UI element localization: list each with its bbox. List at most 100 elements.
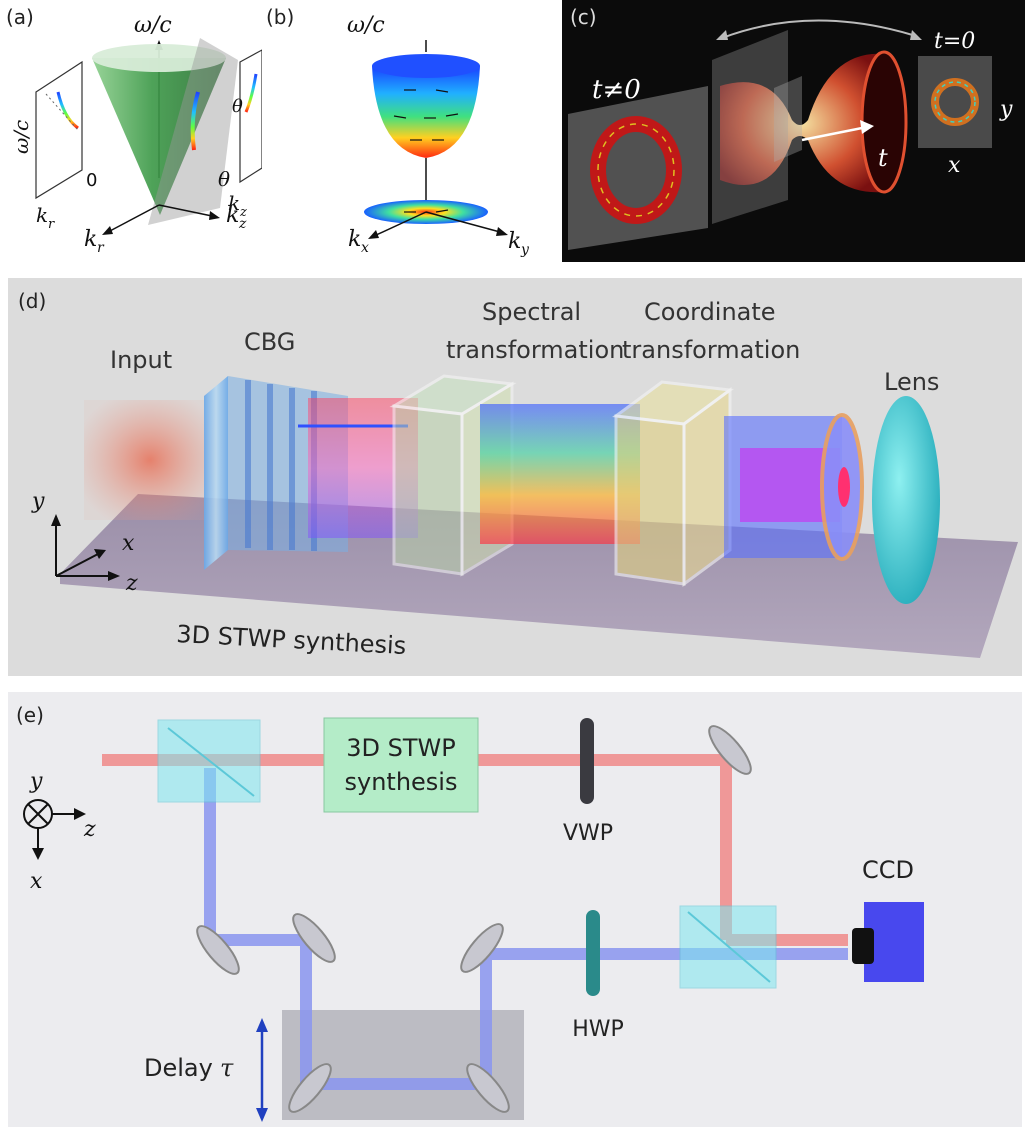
mirror-delay-left <box>288 1063 332 1113</box>
kr-axis <box>107 204 160 233</box>
mirror-delay-right <box>466 1063 510 1113</box>
kx-axis <box>373 211 427 237</box>
ccd-label: CCD <box>862 856 914 884</box>
right-screen-label: t=0 <box>934 29 975 54</box>
ccd-camera <box>852 902 924 982</box>
t-axis-label: t <box>878 144 888 172</box>
left-screen-ring-arrows <box>597 123 675 217</box>
omega-axis-label: ω/c <box>134 13 172 38</box>
slice-plane-2 <box>774 76 802 162</box>
delay-arrow-down <box>256 1108 268 1122</box>
kx-axis-sub: x <box>361 240 369 256</box>
coord-label-2: transformation <box>622 336 800 364</box>
panel-a-svg: (a) ω/c ω/c 0 k r θ k z θ k r k z <box>6 5 262 256</box>
cone-top <box>92 44 226 72</box>
omega-axis-label-b: ω/c <box>347 13 385 38</box>
cbg-label: CBG <box>244 328 295 356</box>
vwp-label: VWP <box>563 821 613 846</box>
panel-c-x-label: x <box>948 153 961 178</box>
mirror-left-lower <box>196 925 240 975</box>
ky-axis-label: k <box>508 229 521 254</box>
y-axis-cross-2 <box>27 803 49 825</box>
kr-axis-arrow <box>102 226 113 235</box>
panel-b-svg: (b) ω/c k x k y <box>266 5 530 258</box>
z-axis-e-arrow <box>74 808 86 820</box>
y-axis-d-arrow <box>51 514 61 526</box>
input-label: Input <box>110 346 172 374</box>
x-axis-d-label: x <box>122 531 135 556</box>
mirror-right-upper <box>460 923 504 973</box>
right-screen <box>918 56 992 148</box>
vwp-plate <box>580 718 594 804</box>
panel-c-wavepacket: (c) t≠0 t t=0 y x <box>562 0 1025 262</box>
delay-arrow-up <box>256 1018 268 1032</box>
panel-b-label: (b) <box>266 5 294 29</box>
panel-a-dispersion-cone: (a) ω/c ω/c 0 k r θ k z θ k r k z <box>0 0 262 262</box>
left-inset-frame <box>35 60 83 200</box>
panel-e-label: (e) <box>16 703 44 727</box>
coordinate-transformation-element <box>612 380 734 587</box>
panel-d-label: (d) <box>18 289 46 313</box>
light-cone <box>92 58 226 215</box>
panel-a-label: (a) <box>6 5 34 29</box>
left-inset-ylabel: ω/c <box>9 120 33 154</box>
plane-angle: θ <box>218 167 230 191</box>
y-axis-d-label: y <box>31 489 45 514</box>
kr-axis-label: k <box>84 227 97 252</box>
left-inset-xsub: r <box>48 217 55 232</box>
kx-axis-arrow <box>368 230 379 239</box>
right-inset-frame <box>239 49 262 184</box>
x-axis-e-arrow <box>32 848 44 860</box>
right-inset-angle: θ <box>232 96 243 117</box>
lens-element <box>872 396 940 604</box>
z-axis-d-arrow <box>108 571 120 581</box>
left-inset-dashed <box>45 93 79 131</box>
left-inset-xlabel: k <box>36 203 48 227</box>
panel-c-label: (c) <box>570 5 597 29</box>
kr-axis-sub: r <box>97 240 105 256</box>
delay-symbol: τ <box>220 1054 234 1082</box>
paraboloid <box>372 66 480 158</box>
hwp-label: HWP <box>572 1017 624 1042</box>
panel-e-svg: (e) 3D STWP synthesis VWP HWP <box>16 703 924 1122</box>
polarization-arrows <box>393 89 459 213</box>
y-axis-e-label: y <box>29 769 43 794</box>
beam-splitter-1-diagonal <box>167 727 255 797</box>
right-inset-xlabel: k <box>228 191 240 215</box>
panel-c-y-label: y <box>999 97 1013 122</box>
right-screen-ring-arrows <box>934 81 976 123</box>
x-axis-e-label: x <box>30 869 43 894</box>
paraboloid-rim <box>372 54 480 78</box>
kz-axis <box>158 204 213 217</box>
left-screen-label: t≠0 <box>592 75 641 105</box>
output-cylinder <box>724 413 864 561</box>
synthesis-box <box>323 717 479 813</box>
kz-axis-arrow <box>209 211 220 220</box>
ky-axis <box>425 211 501 233</box>
beam-splitter-2-diagonal <box>687 911 771 983</box>
input-beam <box>84 400 216 520</box>
kz-axis-label: k <box>226 203 239 228</box>
panel-c-svg: (c) t≠0 t t=0 y x <box>568 5 1013 250</box>
arc-arrow-tail <box>716 30 728 40</box>
coord-label-1: Coordinate <box>644 298 776 326</box>
arc-arrow <box>721 19 917 39</box>
right-inset-curve <box>244 73 258 113</box>
x-axis-d-arrow <box>94 549 106 559</box>
kz-axis-sub: z <box>238 216 247 232</box>
lens-label: Lens <box>884 368 939 396</box>
spectral-label-2: transformation <box>446 336 624 364</box>
panel-d-synthesis-setup: (d) Input CBG Spectral transformation Co… <box>8 278 1022 676</box>
spectral-label-1: Spectral <box>482 298 581 326</box>
panel-e-interferometer: (e) 3D STWP synthesis VWP HWP <box>8 692 1022 1127</box>
synthesis-box-label-2: synthesis <box>345 768 458 796</box>
beam-segment-2 <box>480 404 640 544</box>
delay-label: Delay <box>144 1054 213 1082</box>
left-inset-curve <box>56 91 79 130</box>
synthesis-title: 3D STWP synthesis <box>176 620 407 660</box>
slice-plane-1 <box>712 30 788 224</box>
left-screen <box>568 86 708 250</box>
mirror-top-right <box>708 725 752 775</box>
mirrors <box>196 725 752 1113</box>
panel-b-paraboloid: (b) ω/c k x k y <box>264 0 554 262</box>
